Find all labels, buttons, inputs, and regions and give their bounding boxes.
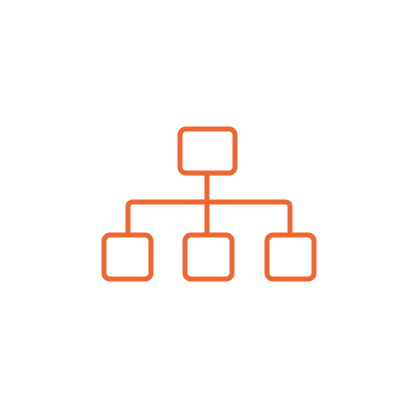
bottom-left-node-box [101,232,154,282]
bottom-middle-node-box [182,232,235,282]
top-node-box [177,126,238,176]
bottom-right-node-box [264,232,317,282]
branch-connector [125,199,293,238]
